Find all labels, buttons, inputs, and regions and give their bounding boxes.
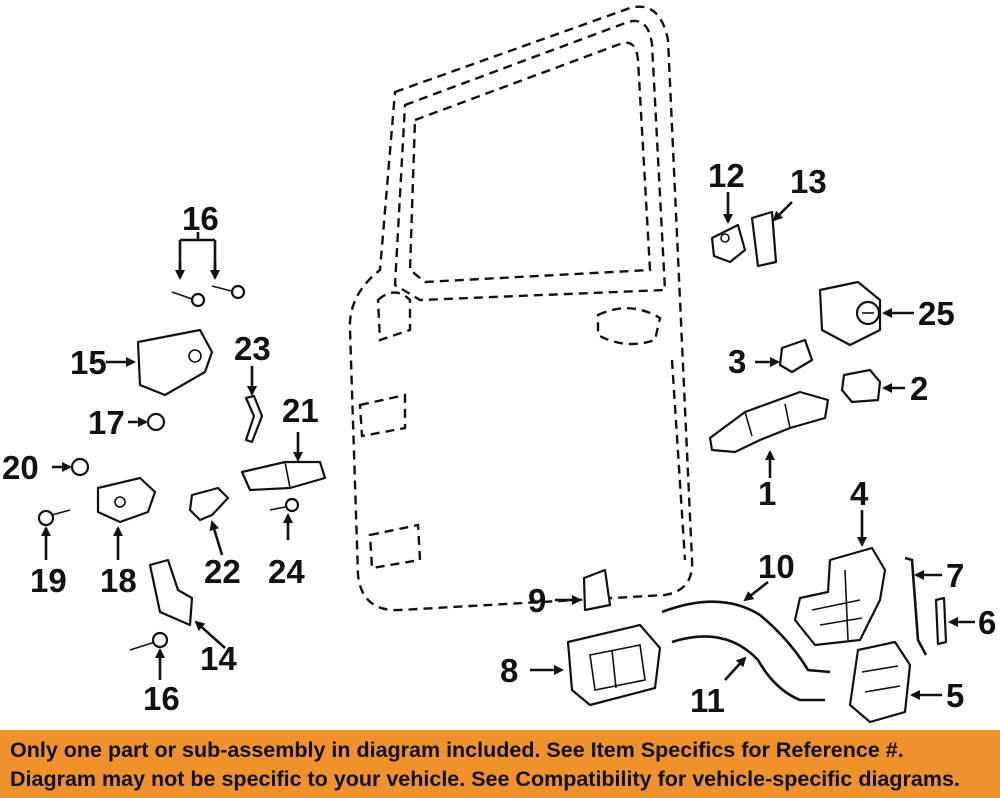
part-16-bolts-top: 16 (171, 200, 246, 308)
label-19: 19 (30, 562, 67, 599)
disclaimer-line-1: Only one part or sub-assembly in diagram… (10, 738, 904, 762)
part-21-bracket: 21 (240, 392, 327, 492)
label-21: 21 (282, 392, 319, 429)
door-outline (348, 5, 694, 612)
part-13-seal: 13 (750, 163, 827, 268)
part-22-clip: 22 (188, 486, 241, 590)
label-12: 12 (708, 157, 745, 194)
part-23-rod: 23 (234, 330, 271, 444)
label-15: 15 (70, 344, 107, 381)
part-20-nut: 20 (2, 449, 90, 486)
label-24: 24 (268, 553, 305, 590)
label-20: 20 (2, 449, 39, 486)
part-7-rod: 7 (904, 556, 964, 656)
part-10-cable: 10 (661, 548, 831, 674)
label-16-top: 16 (182, 200, 219, 237)
part-14-bracket: 14 (148, 558, 237, 677)
part-17-nut: 17 (88, 404, 166, 441)
label-23: 23 (234, 330, 271, 367)
label-16-bottom: 16 (143, 680, 180, 717)
label-6: 6 (978, 604, 996, 641)
label-3: 3 (728, 343, 746, 380)
door-lock-parts-diagram: 1 2 3 12 13 25 4 (2, 5, 996, 724)
part-4-latch: 4 (793, 475, 887, 647)
label-13: 13 (790, 163, 827, 200)
part-1-outside-handle: 1 (708, 390, 830, 512)
label-14: 14 (200, 640, 237, 677)
label-8: 8 (500, 652, 518, 689)
disclaimer-banner: Only one part or sub-assembly in diagram… (0, 730, 1000, 798)
label-1: 1 (758, 475, 776, 512)
label-9: 9 (528, 582, 546, 619)
disclaimer-line-2: Diagram may not be specific to your vehi… (10, 767, 960, 791)
label-4: 4 (850, 475, 869, 512)
label-10: 10 (758, 548, 795, 585)
label-25: 25 (918, 295, 955, 332)
part-25-lock-cylinder: 25 (818, 280, 955, 347)
part-8-inside-handle: 8 (500, 623, 662, 707)
part-15-hinge: 15 (70, 328, 214, 397)
part-24-screw: 24 (268, 497, 305, 590)
part-2-clip: 2 (840, 368, 928, 407)
part-6-rod: 6 (934, 596, 996, 646)
part-19-bolt: 19 (30, 509, 71, 599)
label-5: 5 (946, 677, 964, 714)
part-5-latch: 5 (848, 640, 964, 724)
part-9-bezel: 9 (528, 568, 612, 619)
part-3-bezel: 3 (728, 338, 814, 380)
label-17: 17 (88, 404, 125, 441)
part-18-hinge: 18 (96, 476, 157, 599)
label-18: 18 (100, 562, 137, 599)
label-11: 11 (690, 682, 725, 719)
label-22: 22 (204, 553, 241, 590)
part-12-bracket: 12 (708, 157, 747, 264)
part-16-bolt-bottom: 16 (129, 631, 180, 717)
label-7: 7 (946, 557, 964, 594)
label-2: 2 (910, 370, 928, 407)
part-11-cable: 11 (671, 635, 825, 719)
